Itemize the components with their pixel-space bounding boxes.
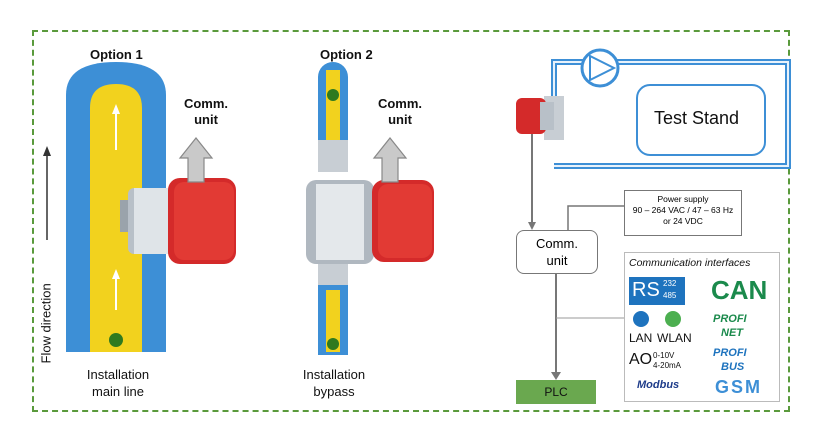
rs-text: RS xyxy=(632,279,660,301)
option2-title: Option 2 xyxy=(320,47,373,62)
interfaces-panel: Communication interfaces RS 232 485 CAN … xyxy=(624,252,780,402)
test-stand-label: Test Stand xyxy=(654,108,740,128)
rs-232: 232 xyxy=(663,279,677,288)
power-supply-line2: 90 – 264 VAC / 47 – 63 Hz xyxy=(632,205,734,215)
wlan-icon xyxy=(665,311,681,327)
profibus-bottom: BUS xyxy=(721,361,745,373)
option1-comm-line2: unit xyxy=(194,112,218,127)
option2-install-label: Installation bypass xyxy=(286,366,382,400)
ao-range1: 0-10V xyxy=(653,351,675,360)
ao-range2: 4-20mA xyxy=(653,361,682,370)
lan-icon xyxy=(633,311,649,327)
wlan-label: WLAN xyxy=(657,331,692,345)
comm-unit-box: Comm. unit xyxy=(516,230,598,274)
option2-comm-label: Comm. unit xyxy=(372,96,428,128)
profinet-top: PROFI xyxy=(713,313,747,325)
sensor-dot-1 xyxy=(109,333,123,347)
option2-comm-line1: Comm. xyxy=(377,96,423,111)
option1-comm-label: Comm. unit xyxy=(178,96,234,128)
lan-label: LAN xyxy=(629,331,653,345)
comm-unit-line1: Comm. xyxy=(536,236,578,251)
gsm-logo: GSM xyxy=(715,377,763,397)
plc-box: PLC xyxy=(516,380,596,404)
power-supply-line3: or 24 VDC xyxy=(663,216,703,226)
profibus-top: PROFI xyxy=(713,347,747,359)
option1-comm-line1: Comm. xyxy=(183,96,229,111)
pump-icon xyxy=(580,48,620,88)
interfaces-title: Communication interfaces xyxy=(629,257,751,269)
option2-comm-line2: unit xyxy=(388,112,412,127)
power-supply-line1: Power supply xyxy=(657,194,709,204)
sensor-dot-2 xyxy=(327,89,339,101)
ao-label: AO xyxy=(629,351,653,368)
bypass-pipe-top xyxy=(318,62,348,172)
option1-install-label: Installation main line xyxy=(70,366,166,400)
rs-485: 485 xyxy=(663,291,677,300)
comm-arrow-1 xyxy=(178,137,214,183)
sensor-head-1 xyxy=(120,178,236,264)
comm-arrow-2 xyxy=(372,137,408,183)
modbus-logo: Modbus xyxy=(637,379,680,391)
connection-lines xyxy=(528,134,626,380)
comm-unit-line2: unit xyxy=(546,253,568,268)
option1-title: Option 1 xyxy=(90,47,143,62)
rs-logo: RS 232 485 xyxy=(629,277,685,305)
sensor-head-2 xyxy=(306,180,434,264)
main-line-pipe xyxy=(66,62,166,352)
flow-direction-label: Flow direction xyxy=(38,283,54,364)
test-stand-box: Test Stand xyxy=(636,84,766,156)
option1-install-line1: Installation xyxy=(86,367,150,382)
can-logo: CAN xyxy=(711,275,768,305)
dashed-frame xyxy=(32,30,790,412)
sensor-head-3 xyxy=(516,98,554,134)
power-supply-box: Power supply 90 – 264 VAC / 47 – 63 Hz o… xyxy=(624,190,742,236)
sensor-dot-3 xyxy=(327,338,339,350)
profinet-bottom: NET xyxy=(721,327,743,339)
option2-install-line2: bypass xyxy=(313,384,355,399)
option2-install-line1: Installation xyxy=(302,367,366,382)
flow-direction-arrow xyxy=(43,146,51,240)
option1-install-line2: main line xyxy=(91,384,145,399)
